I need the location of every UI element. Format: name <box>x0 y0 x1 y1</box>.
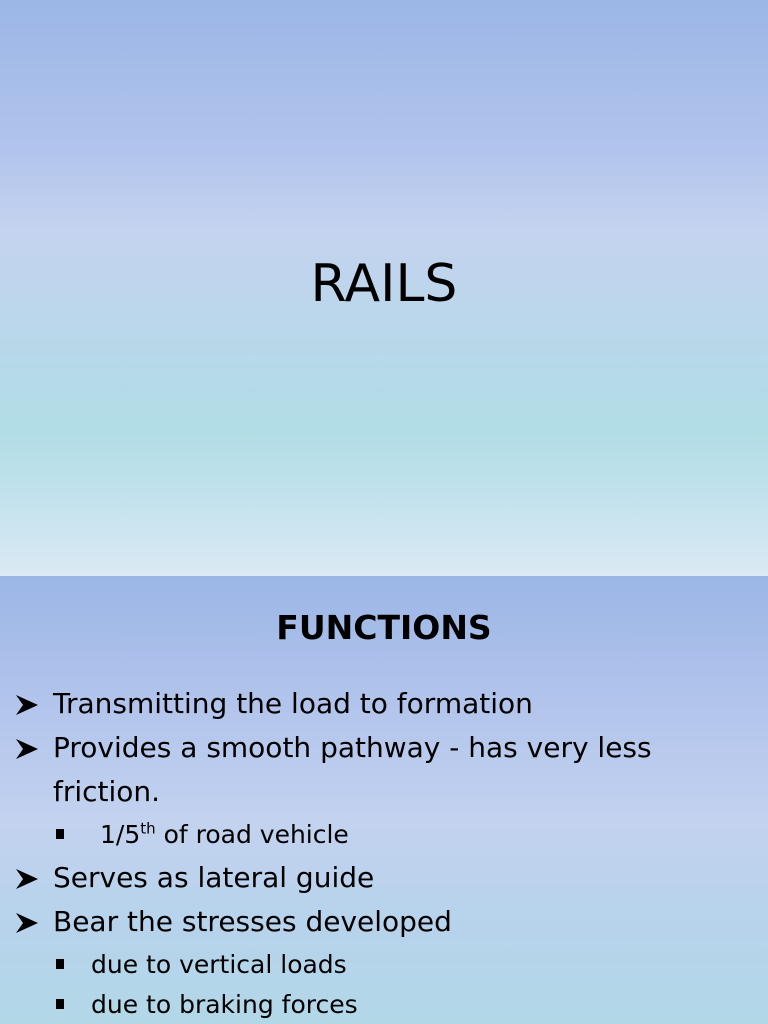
sub-bullet-item: 1/5th of road vehicle <box>0 815 768 855</box>
arrowhead-bullet-icon <box>16 695 38 715</box>
sub-bullet-text-main: 1/5 <box>100 820 141 849</box>
bullet-item: Bear the stresses developed <box>0 900 768 944</box>
bullet-item: Transmitting the load to formation <box>0 682 768 726</box>
bullet-text: Bear the stresses developed <box>53 905 452 938</box>
sub-bullet-superscript: th <box>140 819 156 838</box>
square-bullet-icon <box>56 999 64 1009</box>
sub-bullet-text: 1/5th of road vehicle <box>100 815 349 855</box>
square-bullet-icon <box>56 829 64 839</box>
sub-bullet-text: due to vertical loads <box>91 950 347 979</box>
sub-bullet-text: due to braking forces <box>91 990 358 1019</box>
bullet-text: Serves as lateral guide <box>53 861 375 894</box>
sub-bullet-item: due to braking forces <box>0 985 768 1024</box>
slide-heading: FUNCTIONS <box>276 608 492 647</box>
bullet-item: Provides a smooth pathway - has very les… <box>0 726 768 770</box>
title-slide: RAILS <box>0 0 768 576</box>
bullet-text: Transmitting the load to formation <box>53 687 533 720</box>
arrowhead-bullet-icon <box>16 869 38 889</box>
arrowhead-bullet-icon <box>16 739 38 759</box>
arrowhead-bullet-icon <box>16 913 38 933</box>
bullet-item: Serves as lateral guide <box>0 856 768 900</box>
square-bullet-icon <box>56 959 64 969</box>
sub-bullet-item: due to vertical loads <box>0 945 768 985</box>
slide-title: RAILS <box>310 254 458 314</box>
sub-bullet-text-rest: of road vehicle <box>155 820 349 849</box>
bullet-text-line-2: friction. <box>53 775 161 808</box>
bullet-continuation: friction. <box>0 770 768 814</box>
bullet-text-line-1: Provides a smooth pathway - has very les… <box>53 731 652 764</box>
functions-slide: FUNCTIONS Transmitting the load to forma… <box>0 576 768 1024</box>
